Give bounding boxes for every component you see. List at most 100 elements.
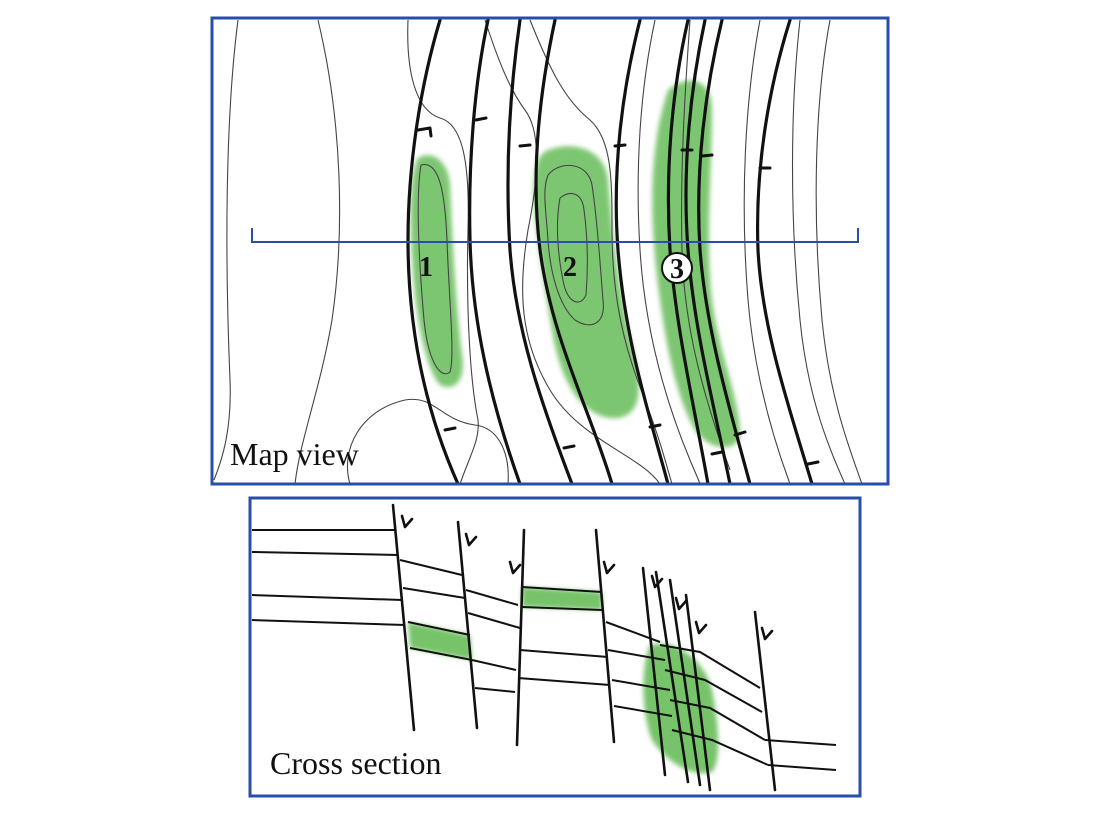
horizon-line	[519, 649, 609, 658]
contour-line	[417, 164, 453, 375]
reservoir-fill-2	[522, 587, 602, 610]
fault-line	[753, 610, 777, 792]
fault-trace	[534, 18, 614, 484]
horizon-line	[251, 551, 399, 556]
cross-section-panel: Cross section	[248, 496, 862, 798]
fault-tick	[416, 126, 433, 138]
horizon-line	[659, 644, 761, 689]
horizon-line	[407, 621, 471, 636]
arrow-down-icon	[650, 574, 664, 589]
horizon-line	[474, 687, 516, 693]
horizon-line	[409, 647, 473, 661]
fault-line	[515, 528, 526, 747]
fault-trace	[684, 18, 732, 484]
contour-line	[637, 19, 701, 484]
arrow-down-icon	[400, 514, 414, 529]
horizon-line	[467, 612, 521, 629]
horizon-line	[767, 764, 837, 771]
contour-line	[484, 19, 661, 484]
fault-trace	[468, 18, 522, 484]
fault-tick	[443, 426, 457, 432]
prospect-label-3-circle	[661, 252, 693, 284]
fault-line	[684, 593, 712, 792]
contour-line	[294, 19, 341, 484]
arrow-down-icon	[694, 620, 708, 635]
cross-section-frame	[248, 496, 862, 798]
prospect-label-3: 3	[670, 254, 684, 285]
contour-line	[544, 164, 604, 326]
fault-tick	[710, 450, 724, 456]
horizon-line	[664, 669, 763, 713]
fault-trace	[406, 18, 460, 484]
horizon-line	[764, 739, 837, 746]
fault-line	[456, 520, 479, 730]
contour-line	[529, 19, 673, 484]
horizons	[251, 529, 837, 771]
cross-section-caption: Cross section	[270, 745, 442, 781]
fault-tick	[562, 444, 576, 450]
fault-tick	[474, 116, 488, 122]
fault-line	[594, 528, 616, 744]
horizon-line	[471, 659, 517, 671]
horizon-line	[521, 586, 603, 593]
structure-contours	[213, 19, 863, 484]
contour-line	[346, 398, 509, 484]
arrow-down-icon	[674, 596, 688, 611]
faults	[391, 503, 777, 792]
contour-line	[681, 19, 731, 471]
contour-line	[791, 19, 846, 484]
horizon-line	[251, 594, 403, 601]
fault-trace	[697, 18, 752, 484]
fault-ticks	[416, 116, 820, 466]
horizon-line	[465, 589, 519, 606]
prospect-label-1: 1	[419, 252, 433, 283]
arrow-down-icon	[602, 560, 616, 575]
arrow-down-icon	[464, 532, 478, 547]
horizon-line	[251, 619, 406, 626]
arrow-down-icon	[508, 560, 522, 575]
fault-line	[641, 566, 667, 777]
contour-line	[213, 19, 239, 481]
contour-line	[556, 192, 588, 303]
cross-section-line	[251, 228, 859, 243]
prospect-1-fill	[410, 155, 463, 387]
horizon-line	[521, 606, 603, 611]
reservoir-fill-3	[643, 643, 719, 774]
fault-tick	[648, 423, 662, 429]
displacement-arrows	[400, 514, 774, 641]
fault-trace	[666, 18, 710, 484]
horizon-line	[402, 587, 466, 599]
fault-tick	[518, 143, 532, 148]
fault-trace	[506, 18, 574, 484]
fault-tick	[733, 430, 747, 437]
horizon-line	[399, 559, 463, 576]
cross-section-content: Cross section	[251, 503, 837, 792]
horizon-line	[611, 679, 671, 691]
contour-line	[407, 19, 479, 484]
fault-line	[654, 570, 690, 784]
horizon-line	[669, 699, 766, 741]
prospect-label-2: 2	[563, 252, 577, 283]
fault-tick	[613, 143, 627, 148]
arrow-down-icon	[760, 626, 774, 641]
fault-trace	[614, 18, 670, 484]
fault-tick	[700, 153, 714, 158]
map-content: 1 2 3 Map view	[213, 18, 863, 484]
horizon-line	[607, 649, 666, 661]
fault-line	[668, 578, 702, 787]
horizon-line	[517, 677, 611, 686]
horizon-line	[671, 729, 769, 766]
horizon-line	[613, 705, 673, 717]
fault-trace	[756, 18, 814, 484]
map-view-frame	[210, 16, 890, 486]
horizon-line	[605, 621, 661, 643]
map-view-caption: Map view	[230, 436, 359, 472]
contour-line	[815, 19, 863, 484]
map-view-panel: 1 2 3 Map view	[210, 16, 890, 486]
contour-line	[743, 19, 791, 484]
fault-tick	[806, 460, 820, 466]
fault-line	[391, 503, 416, 732]
fault-traces	[406, 18, 814, 484]
